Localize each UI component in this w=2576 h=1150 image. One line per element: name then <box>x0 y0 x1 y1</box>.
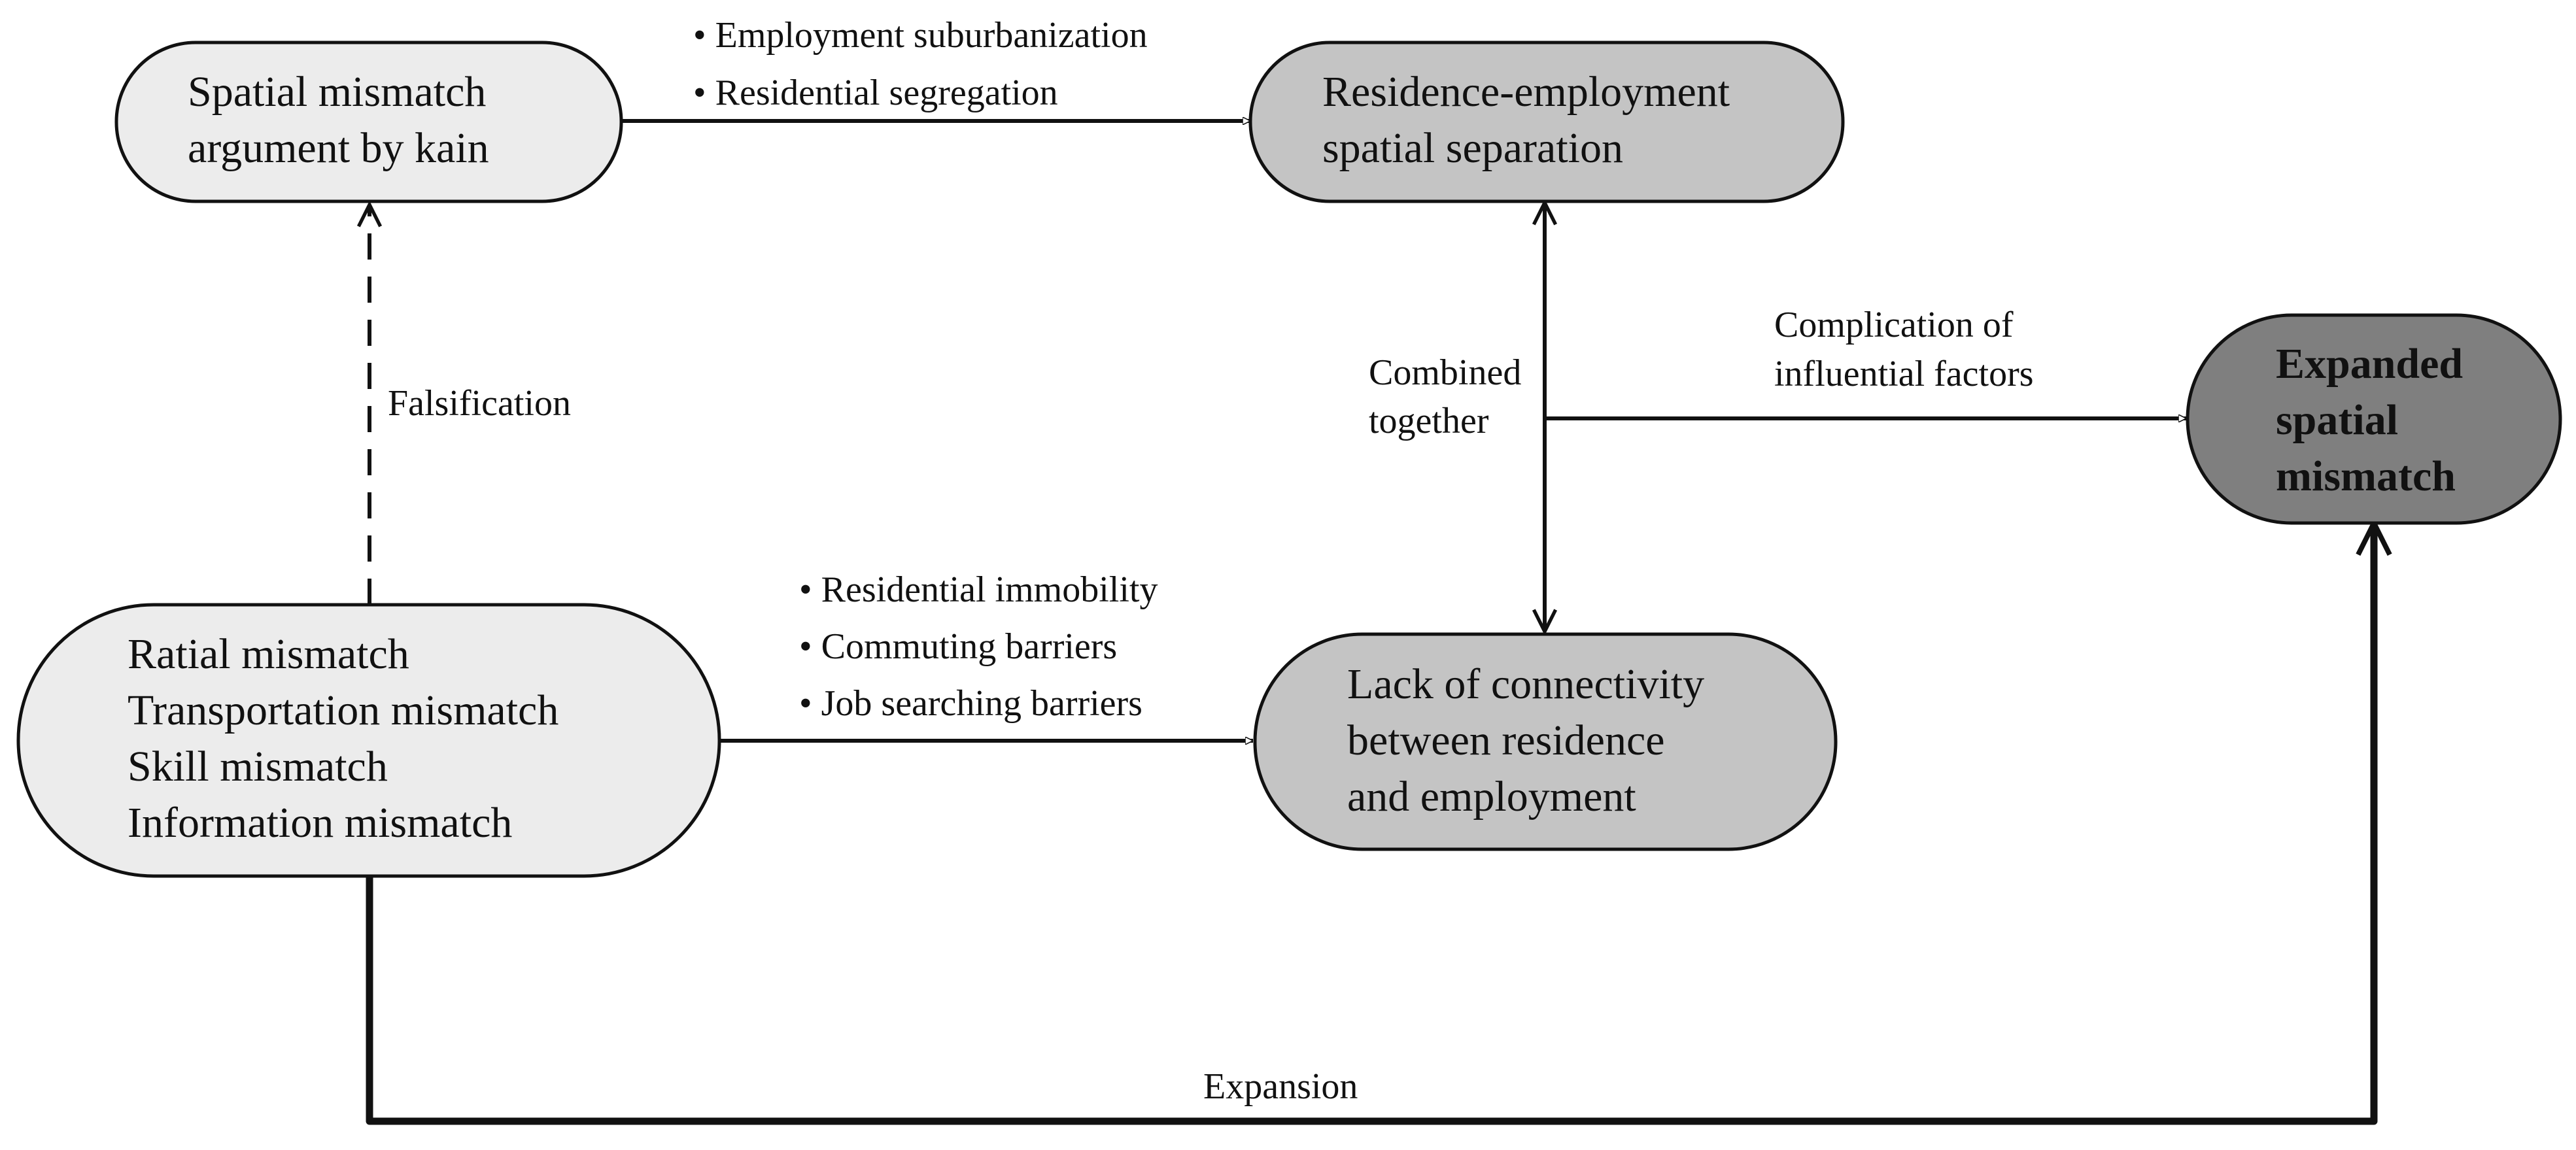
node-expanded <box>2186 313 2562 525</box>
node-expanded-line: spatial <box>2276 396 2398 444</box>
edge-bullet: Job searching barriers <box>821 683 1142 724</box>
bullet-dot: • <box>693 15 715 56</box>
node-mismatches-line: Transportation mismatch <box>128 686 558 734</box>
bullet-dot: • <box>799 683 821 724</box>
svg-text:• Commuting barriers: • Commuting barriers <box>799 626 1117 667</box>
edge-kain-to-separation-bullets: • Employment suburbanization • Residenti… <box>693 15 1148 113</box>
edge-combined-together-label: Combined together <box>1369 352 1521 441</box>
edge-label-line: Complication of <box>1774 305 2014 345</box>
edge-bullet: Commuting barriers <box>821 626 1118 667</box>
node-mismatches-line: Skill mismatch <box>128 743 388 790</box>
node-kain <box>114 41 623 203</box>
edge-falsification-label: Falsification <box>388 383 571 424</box>
node-separation-line: spatial separation <box>1322 124 1623 172</box>
node-mismatches <box>16 603 721 878</box>
edge-label-line: influential factors <box>1774 354 2034 394</box>
edge-expansion-label: Expansion <box>1203 1066 1358 1107</box>
svg-text:• Job searching barriers: • Job searching barriers <box>799 683 1142 724</box>
edge-bullet: Residential segregation <box>715 73 1058 113</box>
node-separation-line: Residence-employment <box>1322 68 1730 116</box>
node-separation-text: Residence-employment spatial separation <box>1322 68 1730 172</box>
node-connectivity-line: between residence <box>1347 717 1665 764</box>
node-kain-text: Spatial mismatch argument by kain <box>188 68 489 172</box>
node-kain-line: argument by kain <box>188 124 489 172</box>
edge-mismatches-to-connectivity-bullets: • Residential immobility • Commuting bar… <box>799 569 1158 724</box>
bullet-dot: • <box>799 626 821 667</box>
node-connectivity-line: Lack of connectivity <box>1347 660 1704 708</box>
edge-bullet: Residential immobility <box>821 569 1158 610</box>
edge-complication-label: Complication of influential factors <box>1774 305 2034 394</box>
node-expanded-text: Expanded spatial mismatch <box>2276 340 2463 500</box>
svg-text:• Residential segregation: • Residential segregation <box>693 73 1058 113</box>
edge-label-line: together <box>1369 401 1489 441</box>
node-separation <box>1248 41 1845 203</box>
node-connectivity-text: Lack of connectivity between residence a… <box>1347 660 1704 820</box>
node-expanded-line: Expanded <box>2276 340 2463 388</box>
edge-expansion <box>366 523 2374 1125</box>
node-mismatches-line: Ratial mismatch <box>128 630 409 678</box>
bullet-dot: • <box>799 569 821 610</box>
edge-bullet: Employment suburbanization <box>715 15 1148 56</box>
node-kain-line: Spatial mismatch <box>188 68 486 116</box>
node-expanded-line: mismatch <box>2276 452 2456 500</box>
node-mismatches-line: Information mismatch <box>128 799 512 847</box>
edge-label-line: Combined <box>1369 352 1521 393</box>
svg-text:• Employment suburbanization: • Employment suburbanization <box>693 15 1148 56</box>
node-connectivity <box>1253 632 1838 851</box>
node-connectivity-line: and employment <box>1347 773 1636 820</box>
bullet-dot: • <box>693 73 715 113</box>
svg-text:• Residential immobility: • Residential immobility <box>799 569 1158 610</box>
node-mismatches-text: Ratial mismatch Transportation mismatch … <box>128 630 558 847</box>
